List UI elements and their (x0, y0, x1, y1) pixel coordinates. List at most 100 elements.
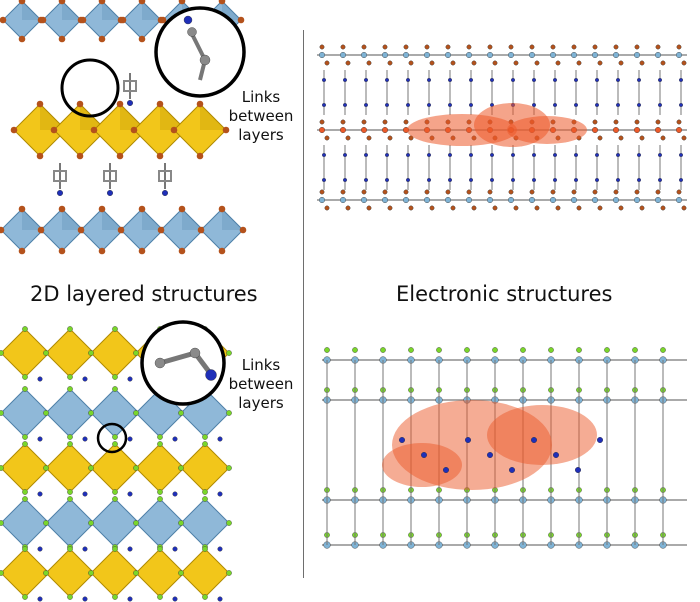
nitrogen-atom (321, 102, 326, 107)
halogen-atom (22, 594, 28, 600)
metal-atom (507, 52, 514, 59)
oxygen-atom (676, 189, 682, 195)
nitrogen-atom (442, 466, 449, 473)
halogen-atom (22, 434, 28, 440)
nitrogen-atom (217, 546, 223, 552)
octahedron (180, 548, 230, 598)
nitrogen-atom (172, 491, 178, 497)
metal-atom (465, 196, 472, 203)
top-right-electronic-structure (312, 30, 692, 220)
nitrogen-atom (426, 152, 431, 157)
nitrogen-atom (679, 78, 684, 83)
oxygen-atom (429, 205, 435, 211)
oxygen-atom (550, 189, 556, 195)
oxygen-atom (366, 135, 372, 141)
halogen-atom (22, 489, 28, 495)
metal-atom (634, 126, 641, 133)
halogen-atom (0, 520, 4, 526)
nitrogen-atom (127, 546, 133, 552)
oxygen-atom (534, 60, 540, 66)
nitrogen-atom (574, 177, 579, 182)
nitrogen-atom (82, 546, 88, 552)
halogen-atom (112, 434, 118, 440)
oxygen-atom (36, 152, 44, 160)
nitrogen-atom (574, 78, 579, 83)
halogen-atom (22, 496, 28, 502)
oxygen-atom (408, 60, 414, 66)
oxygen-atom (58, 205, 66, 213)
halogen-atom (43, 350, 49, 356)
nitrogen-atom (574, 102, 579, 107)
nitrogen-atom (183, 15, 193, 25)
oxygen-atom (178, 247, 186, 255)
oxygen-atom (618, 60, 624, 66)
bottom-left-structure (0, 318, 300, 602)
nitrogen-atom (426, 102, 431, 107)
nitrogen-atom (364, 78, 369, 83)
oxygen-atom (429, 60, 435, 66)
oxygen-atom (98, 205, 106, 213)
nitrogen-atom (364, 102, 369, 107)
nitrogen-atom (489, 177, 494, 182)
nitrogen-atom (531, 177, 536, 182)
halogen-atom (157, 594, 163, 600)
octahedron (45, 388, 95, 438)
metal-atom (361, 126, 368, 133)
oxygen-atom (58, 35, 66, 43)
nitrogen-atom (420, 451, 427, 458)
nitrogen-atom (384, 78, 389, 83)
oxygen-atom (361, 119, 367, 125)
nitrogen-atom (489, 152, 494, 157)
oxygen-atom (382, 44, 388, 50)
octahedron (90, 328, 140, 378)
nitrogen-atom (426, 78, 431, 83)
oxygen-atom (492, 60, 498, 66)
density-lobe (507, 116, 587, 144)
halogen-atom (88, 350, 94, 356)
halogen-atom (133, 410, 139, 416)
oxygen-atom (345, 60, 351, 66)
oxygen-atom (237, 16, 245, 24)
oxygen-atom (450, 60, 456, 66)
nitrogen-atom (37, 596, 43, 602)
oxygen-atom (655, 119, 661, 125)
oxygen-atom (382, 119, 388, 125)
halogen-atom (178, 570, 184, 576)
oxygen-atom (660, 60, 666, 66)
nitrogen-atom (595, 102, 600, 107)
metal-atom (340, 196, 347, 203)
nitrogen-atom (637, 102, 642, 107)
oxygen-atom (676, 44, 682, 50)
oxygen-atom (18, 247, 26, 255)
oxygen-atom (571, 44, 577, 50)
oxygen-atom (345, 205, 351, 211)
oxygen-atom (366, 60, 372, 66)
nitrogen-atom (468, 152, 473, 157)
callout-line: between (228, 107, 294, 125)
ring (103, 170, 117, 182)
halogen-atom (88, 570, 94, 576)
halogen-atom (226, 465, 232, 471)
halogen-atom (202, 546, 208, 552)
nitrogen-atom (530, 436, 537, 443)
halogen-atom (352, 347, 358, 353)
ring (158, 170, 172, 182)
nitrogen-atom (447, 177, 452, 182)
halogen-atom (112, 594, 118, 600)
halogen-atom (202, 441, 208, 447)
nitrogen-atom (489, 78, 494, 83)
nitrogen-atom (447, 78, 452, 83)
halogen-atom (88, 465, 94, 471)
oxygen-atom (550, 44, 556, 50)
halogen-atom (67, 496, 73, 502)
nitrogen-atom (679, 102, 684, 107)
halogen-atom (178, 465, 184, 471)
metal-atom (340, 52, 347, 59)
nitrogen-atom (574, 152, 579, 157)
oxygen-atom (319, 189, 325, 195)
carbon-atom (199, 54, 211, 66)
octahedron (0, 498, 50, 548)
oxygen-atom (576, 60, 582, 66)
nitrogen-atom (468, 78, 473, 83)
nitrogen-atom (447, 102, 452, 107)
